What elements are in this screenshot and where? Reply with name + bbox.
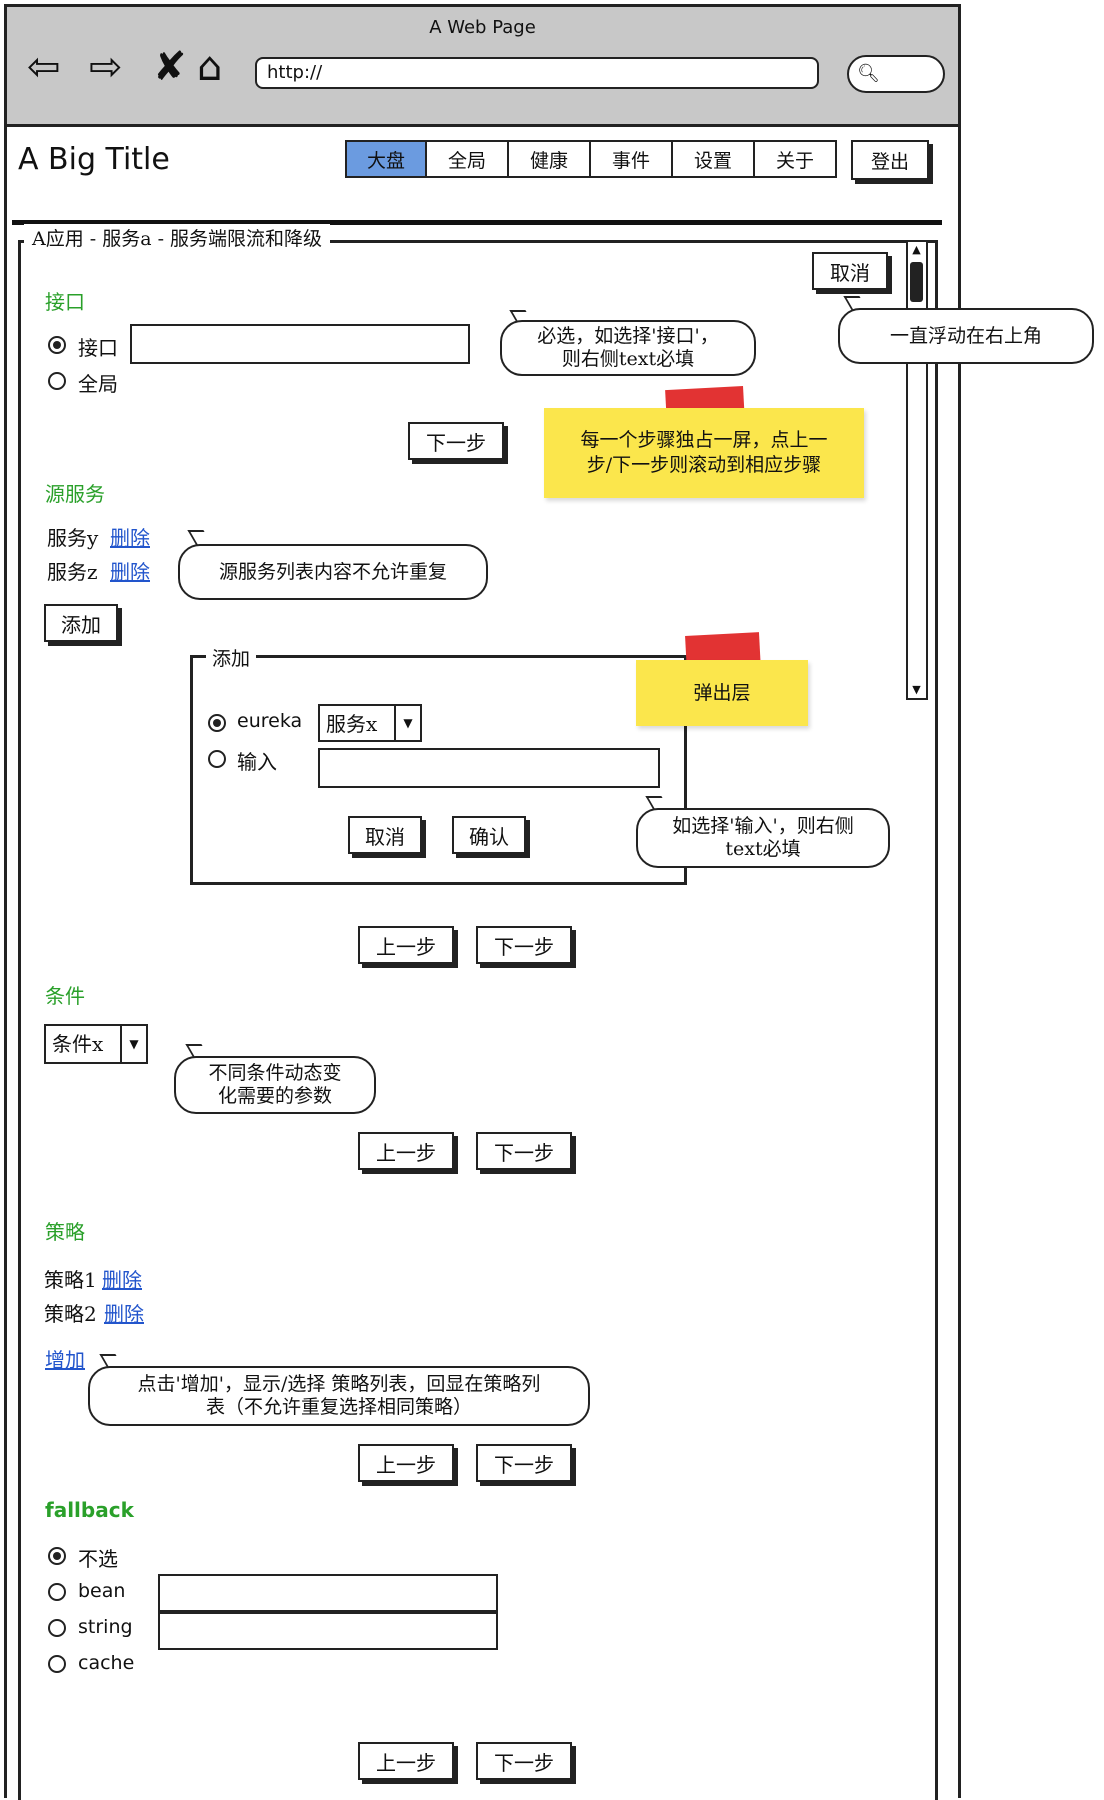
source-item-name: 服务z	[47, 560, 98, 584]
chevron-down-icon: ▼	[394, 706, 420, 740]
search-icon: 🔍︎	[857, 63, 880, 84]
strategy-add-link[interactable]: 增加	[45, 1348, 85, 1372]
tab-bar: 大盘 全局 健康 事件 设置 关于	[345, 140, 837, 178]
radio-fallback-cache[interactable]	[48, 1655, 66, 1673]
radio-label-interface: 接口	[78, 336, 118, 360]
interface-input[interactable]	[130, 324, 470, 364]
section-title-source: 源服务	[45, 482, 105, 506]
source-item-delete-link[interactable]: 删除	[110, 526, 150, 550]
floating-cancel-button[interactable]: 取消	[812, 252, 888, 290]
divider	[12, 220, 942, 225]
radio-eureka[interactable]	[208, 714, 226, 732]
close-icon[interactable]: ✘	[153, 44, 187, 90]
forward-arrow-icon[interactable]: ⇨	[89, 44, 123, 90]
browser-toolbar: A Web Page ⇦ ⇨ ✘ ⌂ http:// 🔍︎	[7, 7, 958, 127]
logout-button[interactable]: 登出	[851, 140, 929, 180]
strategy-item-name: 策略2	[44, 1302, 97, 1326]
page-title: A Big Title	[18, 142, 170, 177]
back-arrow-icon[interactable]: ⇦	[27, 44, 61, 90]
tab-dashboard[interactable]: 大盘	[345, 140, 427, 178]
tab-events[interactable]: 事件	[591, 140, 673, 178]
fallback-prev-button[interactable]: 上一步	[358, 1742, 454, 1780]
url-input[interactable]: http://	[255, 57, 819, 89]
popup-title: 添加	[206, 644, 257, 671]
section-title-fallback: fallback	[45, 1498, 134, 1522]
source-item-name: 服务y	[47, 526, 99, 550]
radio-label-fallback-bean: bean	[78, 1580, 126, 1602]
annotation-bubble: 如选择'输入'，则右侧 text必填	[636, 808, 890, 868]
popup-cancel-button[interactable]: 取消	[348, 816, 422, 854]
strategy-prev-button[interactable]: 上一步	[358, 1444, 454, 1482]
section-title-condition: 条件	[45, 984, 85, 1008]
annotation-bubble: 点击'增加'，显示/选择 策略列表，回显在策略列 表（不允许重复选择相同策略）	[88, 1366, 590, 1426]
fallback-next-button[interactable]: 下一步	[476, 1742, 572, 1780]
scroll-thumb[interactable]	[910, 262, 923, 302]
interface-next-button[interactable]: 下一步	[408, 422, 504, 460]
source-prev-button[interactable]: 上一步	[358, 926, 454, 964]
browser-window: A Web Page ⇦ ⇨ ✘ ⌂ http:// 🔍︎	[4, 4, 961, 1798]
radio-input[interactable]	[208, 750, 226, 768]
radio-fallback-none[interactable]	[48, 1547, 66, 1565]
strategy-item-delete-link[interactable]: 删除	[102, 1268, 142, 1292]
tab-settings[interactable]: 设置	[673, 140, 755, 178]
add-popup	[190, 655, 687, 885]
section-title-strategy: 策略	[45, 1220, 85, 1244]
annotation-bubble: 不同条件动态变 化需要的参数	[174, 1056, 376, 1114]
radio-label-fallback-cache: cache	[78, 1652, 135, 1674]
scroll-down-icon[interactable]: ▼	[912, 683, 921, 696]
source-add-button[interactable]: 添加	[44, 604, 118, 642]
strategy-item-delete-link[interactable]: 删除	[104, 1302, 144, 1326]
annotation-bubble: 源服务列表内容不允许重复	[178, 544, 488, 600]
radio-fallback-string[interactable]	[48, 1619, 66, 1637]
radio-fallback-bean[interactable]	[48, 1583, 66, 1601]
sticky-note: 弹出层	[636, 660, 808, 726]
chevron-down-icon: ▼	[120, 1026, 146, 1062]
radio-global[interactable]	[48, 372, 66, 390]
home-icon[interactable]: ⌂	[197, 44, 223, 90]
tab-health[interactable]: 健康	[509, 140, 591, 178]
main-panel	[18, 240, 938, 1800]
condition-prev-button[interactable]: 上一步	[358, 1132, 454, 1170]
search-input[interactable]: 🔍︎	[847, 55, 945, 93]
source-next-button[interactable]: 下一步	[476, 926, 572, 964]
radio-label-fallback-string: string	[78, 1616, 133, 1638]
strategy-item-name: 策略1	[44, 1268, 97, 1292]
tab-global[interactable]: 全局	[427, 140, 509, 178]
annotation-bubble: 必选，如选择'接口'， 则右侧text必填	[500, 320, 756, 376]
section-title-interface: 接口	[45, 290, 85, 314]
radio-label-global: 全局	[78, 372, 118, 396]
radio-label-input: 输入	[237, 750, 277, 774]
fallback-string-input[interactable]	[158, 1612, 498, 1650]
condition-next-button[interactable]: 下一步	[476, 1132, 572, 1170]
strategy-next-button[interactable]: 下一步	[476, 1444, 572, 1482]
panel-title: A应用 - 服务a - 服务端限流和降级	[24, 224, 331, 251]
fallback-bean-input[interactable]	[158, 1574, 498, 1612]
window-title: A Web Page	[429, 17, 536, 38]
condition-dropdown-value: 条件x	[52, 1032, 104, 1056]
radio-label-fallback-none: 不选	[78, 1547, 118, 1571]
radio-interface[interactable]	[48, 336, 66, 354]
sticky-note: 每一个步骤独占一屏，点上一 步/下一步则滚动到相应步骤	[544, 408, 864, 498]
service-dropdown[interactable]: 服务x ▼	[318, 704, 422, 742]
service-dropdown-value: 服务x	[326, 712, 378, 736]
tab-about[interactable]: 关于	[755, 140, 837, 178]
condition-dropdown[interactable]: 条件x ▼	[44, 1024, 148, 1064]
scroll-up-icon[interactable]: ▲	[912, 243, 921, 256]
popup-confirm-button[interactable]: 确认	[452, 816, 526, 854]
annotation-bubble: 一直浮动在右上角	[838, 308, 1094, 364]
source-item-delete-link[interactable]: 删除	[110, 560, 150, 584]
popup-input[interactable]	[318, 748, 660, 788]
radio-label-eureka: eureka	[237, 710, 303, 732]
